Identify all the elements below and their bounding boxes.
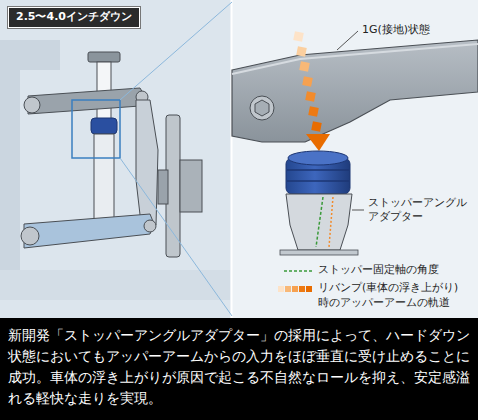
chassis-frame (0, 40, 60, 290)
leader-line (352, 210, 364, 211)
caption-text: 新開発「ストッパーアングルアダプター」の採用によって、ハードダウン 状態において… (8, 325, 472, 409)
part-label: ストッパーアングル アダプター (368, 196, 474, 225)
arrow-head (306, 134, 330, 151)
stopper-band (287, 169, 349, 171)
stopper-band (287, 180, 349, 182)
shock-top-mount (88, 52, 120, 62)
legend-square-sample (278, 286, 312, 292)
arrow-square (299, 61, 310, 72)
upper-arm (28, 88, 146, 114)
ground-band (0, 270, 230, 300)
title-tag-box: 2.5〜4.0インチダウン (8, 7, 140, 28)
axis-angle-line (316, 197, 323, 247)
arm-bolt (250, 96, 274, 120)
left-panel-ground (0, 0, 478, 318)
knuckle (136, 100, 158, 232)
legend-text: ストッパー固定軸の角度 (318, 262, 439, 277)
adapter-plate (280, 250, 358, 255)
upper-arm-pivot (24, 97, 40, 113)
tag-text: 2.5〜4.0インチダウン (16, 10, 132, 24)
lower-ball-joint (144, 220, 156, 232)
legend-line-sample (284, 270, 312, 272)
lower-arm-pivot (21, 227, 39, 245)
lower-arm (24, 214, 154, 248)
arrow-square (302, 76, 313, 87)
upper-arm-detail (232, 40, 478, 142)
wheel-hub (180, 160, 202, 212)
bolt-head (255, 100, 269, 116)
stopper-angle-adapter (286, 194, 352, 250)
right-panel-ground (232, 0, 478, 318)
zoom-line (120, 158, 232, 316)
bump-stopper (91, 118, 117, 134)
part-label: 1G(接地)状態 (362, 23, 430, 37)
caption-band (0, 318, 478, 420)
arm-highlight (232, 44, 478, 74)
zoom-box (72, 100, 120, 158)
panel-divider (231, 0, 233, 318)
arrow-square (308, 106, 319, 117)
legend-square (299, 286, 305, 292)
hub-flange (158, 170, 168, 204)
rebound-arrow (293, 31, 330, 151)
legend-square (306, 286, 312, 292)
legend-text: リバンプ(車体の浮き上がり) 時のアッパーアームの軌道 (318, 280, 473, 310)
arrow-square (311, 121, 322, 132)
leader-line (337, 31, 358, 50)
arrow-square (293, 31, 304, 42)
arrow-square (296, 46, 307, 57)
legend-square (285, 286, 291, 292)
arrow-square (305, 91, 316, 102)
shock-body (94, 134, 114, 230)
stopper-top (288, 151, 348, 165)
trajectory-line (329, 197, 333, 247)
legend-square (278, 286, 284, 292)
legend-square (292, 286, 298, 292)
